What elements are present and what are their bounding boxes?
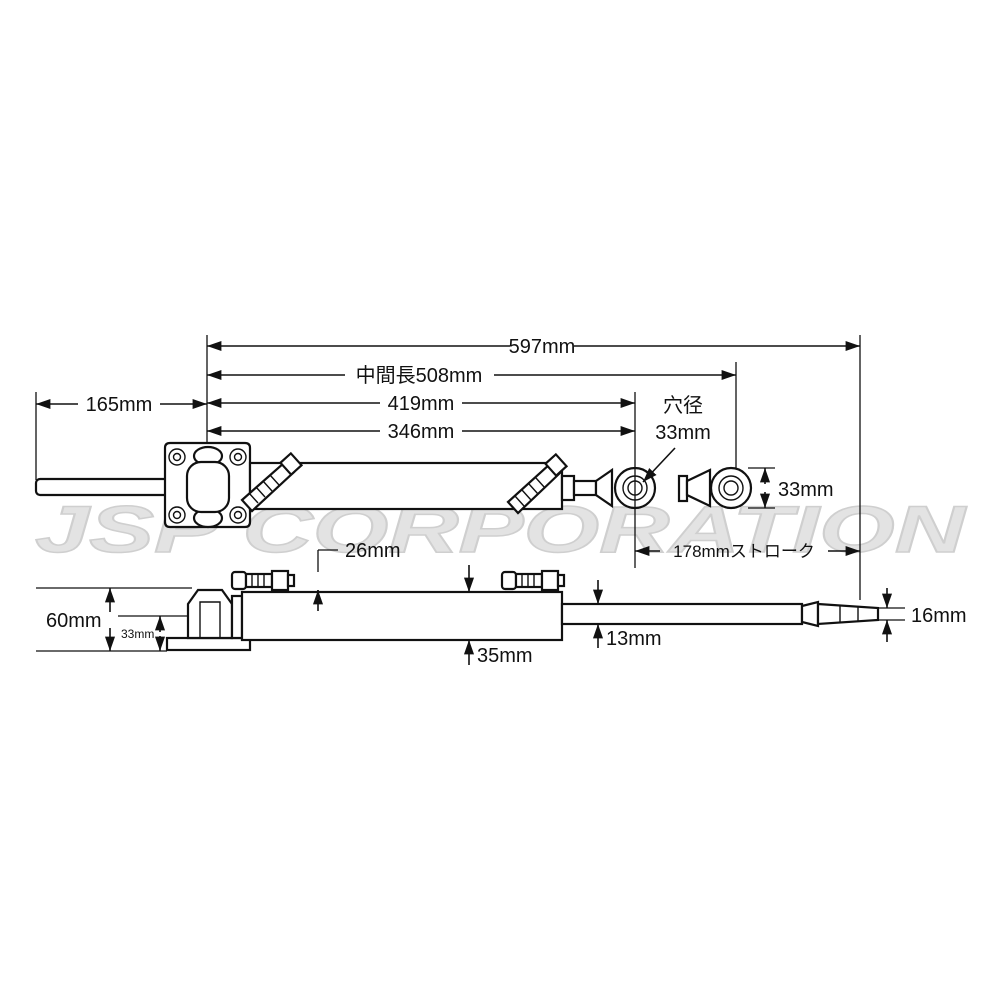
left-rod [34,477,178,497]
rod-diameter-label: 13mm [606,628,662,650]
base-height-label: 33mm [121,627,154,641]
dim-346-label: 346mm [388,421,455,443]
rod-tip [816,602,880,626]
mount-block [186,588,234,640]
hole-diameter-value: 33mm [655,422,711,444]
side-view [165,569,880,652]
dim-419-label: 419mm [388,393,455,415]
left-port-fitting [230,569,296,592]
stroke-label: 178mmストローク [673,542,815,561]
right-port-fitting [500,569,566,592]
piston-rod [560,602,804,626]
total-height-label: 60mm [46,610,102,632]
left-angled-fitting [240,451,304,513]
dim-overall-label: 597mm [509,336,576,358]
hole-diameter-title: 穴径 [663,394,703,417]
top-view [34,441,753,529]
cylinder-body-side [240,590,564,642]
cylinder-diameter-label: 35mm [477,645,533,667]
tip-diameter-label: 16mm [911,605,967,627]
dim-165-label: 165mm [86,394,153,416]
eye-height-label: 33mm [778,479,834,501]
base-plate [165,636,252,652]
rod-eye-extended [709,466,753,510]
fitting-height-label: 26mm [345,540,401,562]
dim-center-length-label: 中間長508mm [356,364,483,387]
right-angled-fitting [506,452,569,515]
